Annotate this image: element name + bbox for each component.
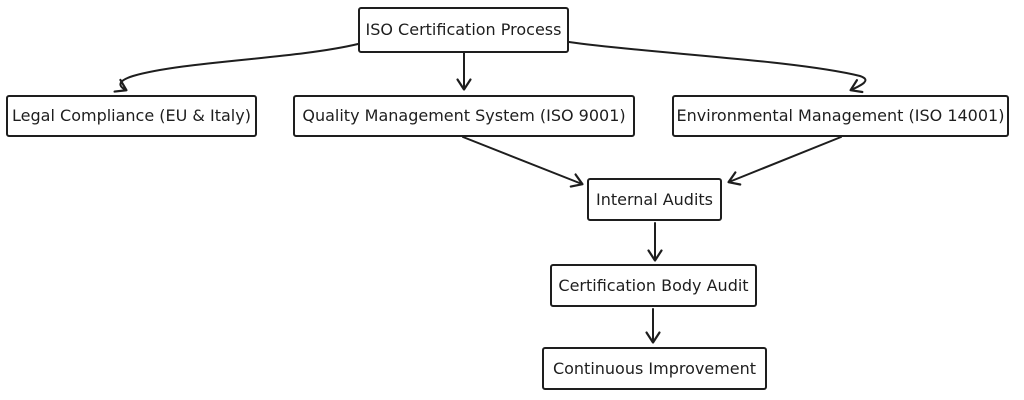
node-label: Quality Management System (ISO 9001): [302, 106, 626, 126]
node-label: Legal Compliance (EU & Italy): [12, 106, 251, 126]
arrow-quality-management-to-internal-audits: [462, 136, 584, 188]
node-label: Continuous Improvement: [552, 358, 757, 378]
arrow-iso-to-legal-compliance: [113, 43, 359, 93]
node-iso-certification-process: ISO Certification Process: [358, 7, 569, 53]
node-label: Internal Audits: [595, 189, 714, 209]
arrow-iso-to-environmental-management: [568, 41, 867, 94]
node-environmental-management: Environmental Management (ISO 14001): [672, 95, 1009, 137]
node-quality-management-system: Quality Management System (ISO 9001): [293, 95, 635, 137]
node-certification-body-audit: Certification Body Audit: [550, 264, 757, 307]
node-continuous-improvement: Continuous Improvement: [542, 347, 767, 390]
node-legal-compliance: Legal Compliance (EU & Italy): [6, 95, 257, 137]
arrow-environmental-management-to-internal-audits: [727, 136, 842, 186]
node-label: Certification Body Audit: [558, 275, 749, 295]
node-label: Environmental Management (ISO 14001): [676, 106, 1005, 126]
node-label: ISO Certification Process: [365, 20, 562, 40]
node-internal-audits: Internal Audits: [587, 178, 722, 221]
